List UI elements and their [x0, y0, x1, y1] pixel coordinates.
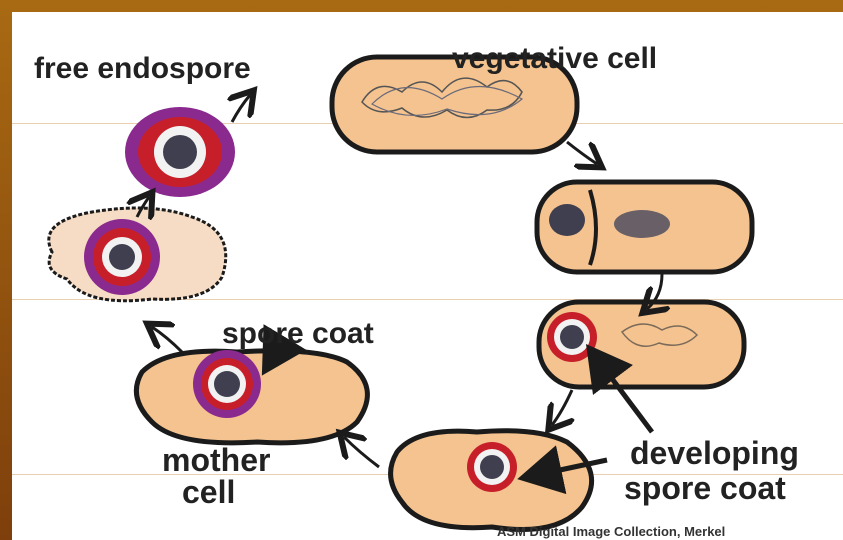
arrow-engulf-to-mother	[344, 437, 379, 467]
image-credit: ASM Digital Image Collection, Merkel	[497, 524, 725, 539]
label-spore-coat: spore coat	[222, 317, 374, 351]
diagram-panel: free endospore vegetative cell spore coa…	[12, 12, 843, 540]
nucleoid	[614, 210, 670, 238]
forespore-cell	[539, 302, 744, 387]
engulfed-spore-cell	[391, 431, 592, 530]
label-mother-cell-line2: cell	[182, 474, 235, 511]
dividing-cell	[537, 182, 752, 272]
arrow-mother-to-lysing	[152, 327, 182, 352]
free-endospore	[125, 107, 235, 197]
nucleoid	[549, 204, 585, 236]
mother-cell	[136, 350, 367, 443]
label-vegetative-cell: vegetative cell	[452, 42, 657, 76]
label-developing-line1: developing	[630, 435, 799, 472]
arrow-forespore-to-engulf	[552, 390, 572, 425]
label-developing-line2: spore coat	[624, 470, 786, 507]
label-free-endospore: free endospore	[34, 52, 251, 86]
arrow-free-release	[232, 95, 250, 122]
lysing-cell	[49, 208, 226, 301]
arrow-veg-to-divide	[567, 142, 597, 164]
